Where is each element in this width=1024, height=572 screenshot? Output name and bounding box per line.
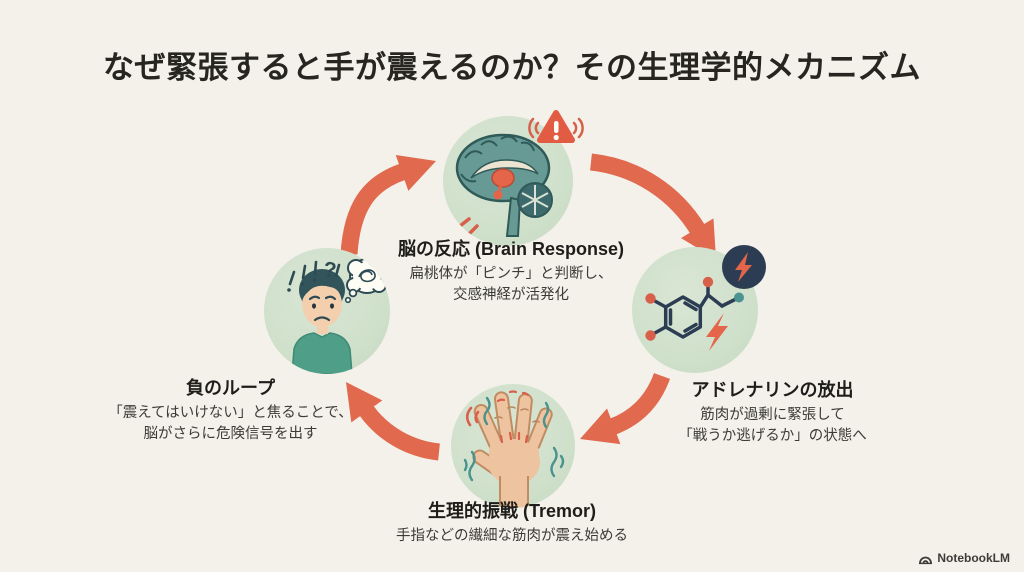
page-title: なぜ緊張すると手が震えるのか？その生理学的メカニズム	[102, 50, 922, 85]
warning-triangle-icon	[528, 110, 584, 143]
tremor-node-text: 生理的振戦 (Tremor) 手指などの繊細な筋肉が震え始める	[372, 499, 652, 547]
tremor-node-title: 生理的振戦 (Tremor)	[427, 501, 596, 521]
lightning-bolt-icon	[722, 245, 766, 289]
tremor-node-circle	[451, 384, 575, 508]
loop-node-title: 負のループ	[186, 378, 275, 398]
footer-watermark: NotebookLM	[918, 551, 1010, 565]
brain-node-text: 脳の反応 (Brain Response) 扁桃体が「ピンチ」と判断し、 交感神…	[386, 237, 636, 306]
trembling-hand-illustration	[463, 390, 565, 508]
brain-node-circle	[443, 116, 573, 246]
brand-label: NotebookLM	[937, 551, 1010, 565]
loop-node-line: 「震えてはいけない」と焦ることで、	[108, 405, 353, 421]
loop-node-text: 負のループ 「震えてはいけない」と焦ることで、 脳がさらに危険信号を出す	[108, 376, 353, 445]
brain-alert-illustration	[455, 133, 553, 237]
adrenaline-node-title: アドレナリンの放出	[691, 380, 854, 400]
adrenaline-node-text: アドレナリンの放出 筋肉が過剰に緊張して 「戦うか逃げるか」の状態へ	[650, 378, 895, 447]
adrenaline-node-line: 「戦うか逃げるか」の状態へ	[678, 428, 867, 444]
worried-person-illustration: ?	[287, 258, 387, 374]
adrenaline-molecule-illustration	[645, 276, 744, 351]
question-mark-glyph: ?	[322, 258, 338, 283]
loop-node-circle: ?	[264, 248, 390, 374]
notebooklm-logo-icon	[919, 556, 933, 564]
adrenaline-node-line: 筋肉が過剰に緊張して	[700, 407, 845, 423]
tremor-node-line: 手指などの繊細な筋肉が震え始める	[396, 528, 628, 544]
loop-node-line: 脳がさらに危険信号を出す	[143, 426, 318, 442]
brain-node-title: 脳の反応 (Brain Response)	[397, 239, 625, 259]
brain-node-line: 扁桃体が「ピンチ」と判断し、	[409, 266, 613, 282]
brain-node-line: 交感神経が活発化	[453, 287, 569, 303]
arrow-adrenaline-to-tremor	[580, 372, 670, 445]
